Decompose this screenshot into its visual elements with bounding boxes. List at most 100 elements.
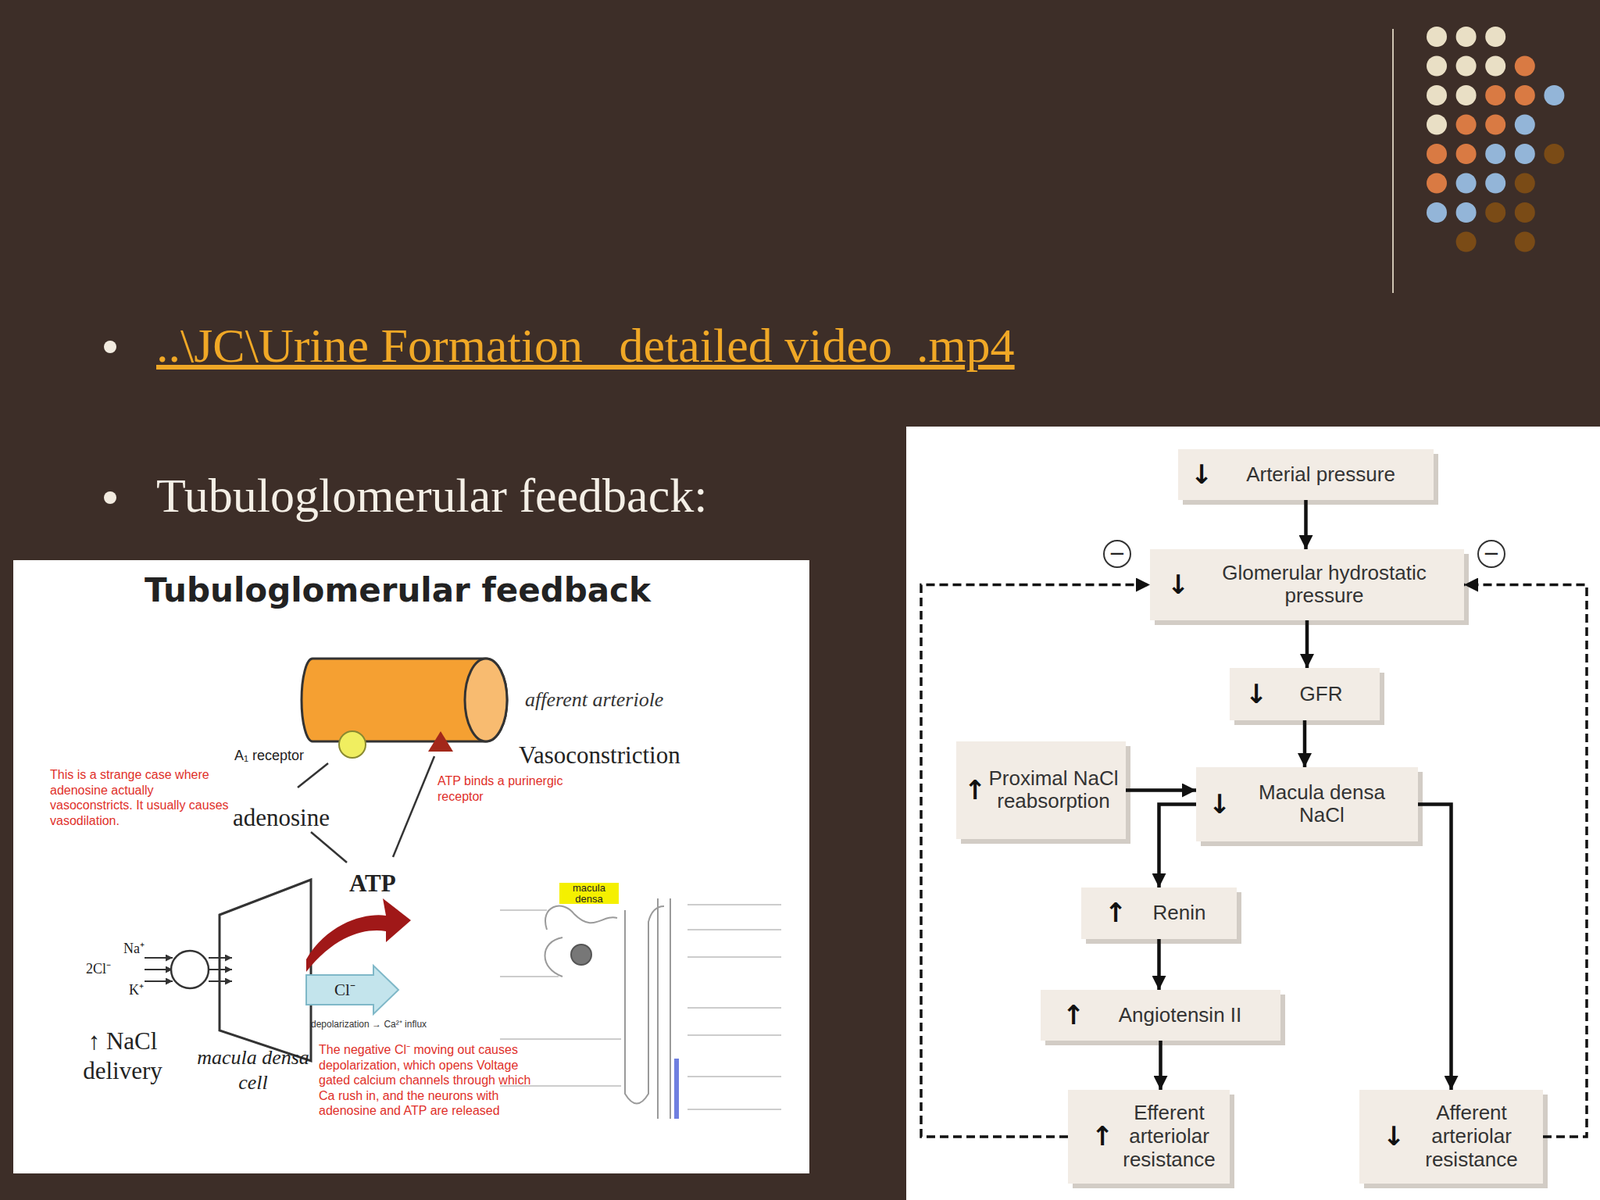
leader-line bbox=[687, 929, 782, 931]
decor-dot bbox=[1456, 114, 1477, 136]
node-text: GFR bbox=[1300, 682, 1343, 707]
decor-dot bbox=[1426, 26, 1447, 47]
change-arrow: ↓ bbox=[1208, 790, 1232, 818]
video-link: ..\JC\Urine Formation _detailed video_.m… bbox=[156, 316, 1015, 376]
node-text: Renin bbox=[1153, 901, 1207, 925]
nephron-tubule bbox=[545, 937, 564, 977]
glomerulus-symbol bbox=[571, 944, 592, 965]
decor-dot bbox=[1456, 173, 1477, 194]
process-box: ↓Macula densa NaCl bbox=[1196, 767, 1418, 842]
decor-dot bbox=[1485, 56, 1506, 77]
decor-dot bbox=[1485, 85, 1506, 106]
change-arrow: ↓ bbox=[1190, 460, 1214, 488]
arteriole-body bbox=[301, 658, 508, 742]
decor-dot bbox=[1485, 114, 1506, 136]
node-text: Afferent arteriolar resistance bbox=[1413, 1101, 1531, 1172]
ion-arrow bbox=[144, 980, 173, 983]
leader-line bbox=[687, 1035, 782, 1036]
nephron-sketch bbox=[500, 898, 782, 1119]
part-label: afferent arteriole bbox=[525, 687, 664, 713]
highlight-label: macula densa bbox=[559, 882, 619, 904]
bullet-text: Tubuloglomerular feedback: bbox=[156, 466, 708, 526]
flow-arrow bbox=[1125, 788, 1197, 793]
node-text: Proximal NaCl reabsorption bbox=[988, 767, 1120, 815]
leader-line bbox=[687, 957, 782, 958]
note-text: ATP binds a purinergic receptor bbox=[437, 773, 602, 804]
change-arrow: ↑ bbox=[1062, 1001, 1086, 1029]
process-box: ↓ GFR bbox=[1229, 667, 1380, 721]
arteriole-end bbox=[464, 658, 508, 742]
flow-arrow bbox=[1417, 804, 1452, 1091]
decor-dot bbox=[1485, 202, 1506, 223]
flow-arrow bbox=[1305, 620, 1310, 668]
leader-line bbox=[500, 910, 547, 911]
decor-dot bbox=[1426, 202, 1447, 223]
decor-dot bbox=[1485, 143, 1506, 165]
decor-dot bbox=[1514, 85, 1536, 106]
leader-line bbox=[687, 1076, 782, 1078]
decor-dot bbox=[1456, 26, 1477, 47]
divider-line bbox=[1392, 28, 1394, 293]
node-text: Glomerular hydrostatic pressure bbox=[1207, 561, 1442, 609]
molecule-label: ATP bbox=[349, 868, 397, 899]
decor-dot bbox=[1543, 143, 1565, 165]
note-text: The negative Cl⁻ moving out causes depol… bbox=[318, 1042, 550, 1119]
ion-label: Na⁺ bbox=[123, 940, 145, 958]
chloride-arrow bbox=[306, 965, 399, 1015]
leader-line bbox=[500, 976, 559, 978]
ion-arrow bbox=[208, 957, 233, 959]
leader-line bbox=[687, 904, 782, 906]
process-box: ↓ Arterial pressure bbox=[1178, 449, 1434, 500]
ion-label: Cl⁻ bbox=[334, 980, 356, 1001]
process-label: Vasoconstriction bbox=[518, 740, 681, 771]
process-box: ↑ Renin bbox=[1081, 887, 1237, 940]
ion-arrow bbox=[144, 968, 173, 971]
change-arrow: ↓ bbox=[1382, 1122, 1406, 1150]
feedback-connector bbox=[921, 585, 1150, 1138]
change-arrow: ↑ bbox=[964, 776, 987, 804]
inhibition-sign: − bbox=[1103, 539, 1132, 568]
bullet-dot bbox=[103, 340, 117, 354]
flow-arrow bbox=[1158, 1040, 1163, 1090]
decor-dot bbox=[1456, 143, 1477, 165]
a1-receptor-symbol bbox=[339, 731, 366, 758]
decor-dot bbox=[1456, 85, 1477, 106]
leader-line bbox=[392, 756, 435, 858]
note-text: This is a strange case where adenosine a… bbox=[50, 767, 234, 829]
transporter-symbol bbox=[171, 950, 209, 989]
ion-arrow bbox=[208, 968, 233, 971]
decor-dot bbox=[1456, 202, 1477, 223]
nephron-tubule bbox=[545, 906, 618, 930]
collecting-duct-highlight bbox=[674, 1058, 679, 1119]
decor-dot bbox=[1426, 56, 1447, 77]
decor-dot bbox=[1456, 56, 1477, 77]
process-box: ↓Afferent arteriolar resistance bbox=[1359, 1089, 1543, 1184]
leader-line bbox=[687, 1109, 782, 1111]
decor-dot bbox=[1514, 56, 1536, 77]
decor-dot bbox=[1514, 202, 1536, 223]
flow-arrow bbox=[1303, 720, 1308, 768]
leader-line bbox=[500, 1039, 622, 1040]
node-text: Arterial pressure bbox=[1246, 463, 1396, 487]
decor-dot bbox=[1514, 173, 1536, 194]
node-text: Angiotensin II bbox=[1118, 1003, 1243, 1028]
leader-line bbox=[310, 832, 347, 863]
decor-dot bbox=[1426, 143, 1447, 165]
molecule-label: adenosine bbox=[232, 803, 330, 833]
ion-arrow bbox=[208, 980, 233, 983]
decor-dot bbox=[1543, 85, 1565, 106]
node-text: Efferent arteriolar resistance bbox=[1110, 1101, 1229, 1172]
ion-label: K⁺ bbox=[128, 982, 144, 1000]
change-arrow: ↑ bbox=[1104, 899, 1128, 926]
inhibition-sign: − bbox=[1477, 539, 1506, 568]
collecting-duct bbox=[657, 898, 659, 1119]
image-panel bbox=[13, 560, 810, 1174]
process-box: ↓Glomerular hydrostatic pressure bbox=[1150, 549, 1465, 621]
part-label: A₁ receptor bbox=[234, 747, 304, 765]
decor-dot bbox=[1485, 26, 1506, 47]
change-arrow: ↓ bbox=[1245, 680, 1268, 708]
ion-arrow bbox=[144, 957, 173, 959]
decor-dot bbox=[1514, 143, 1536, 165]
